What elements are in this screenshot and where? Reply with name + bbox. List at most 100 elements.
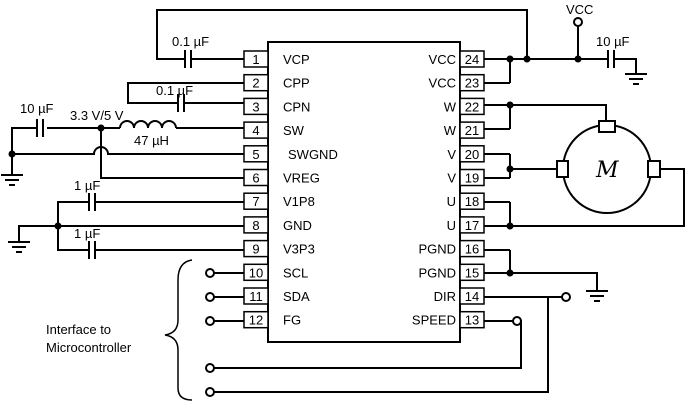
pin-box-22	[459, 97, 485, 116]
pin-box-17	[459, 216, 485, 234]
right-pin-group: 24VCC23VCC22W21W20V19V18U17U16PGND15PGND…	[412, 50, 485, 329]
pin-name-2: CPP	[283, 76, 310, 91]
junction-dot	[506, 222, 514, 230]
pin-number-20: 20	[465, 147, 479, 162]
pin-number-10: 10	[249, 265, 263, 280]
junction-dot	[523, 55, 531, 63]
cap-vcc-label: 10 µF	[596, 34, 630, 49]
pin-number-8: 8	[252, 218, 259, 233]
junction-dot	[506, 55, 514, 63]
pin-number-2: 2	[252, 76, 259, 91]
pin-name-5: SWGND	[288, 147, 338, 162]
scl-terminal[interactable]	[205, 268, 215, 278]
pin-name-9: V3P3	[283, 242, 315, 257]
pin-number-24: 24	[465, 52, 479, 67]
v1p8-v3p3-network	[8, 193, 244, 259]
cap-v3p3-label: 1 µF	[74, 226, 100, 241]
pin-number-12: 12	[249, 313, 263, 328]
pin-name-22: W	[444, 99, 457, 114]
pin-number-14: 14	[465, 289, 479, 304]
pin-name-1: VCP	[283, 52, 310, 67]
inductor-label: 47 µH	[134, 133, 169, 148]
cap-v1p8-label: 1 µF	[74, 178, 100, 193]
pin-number-11: 11	[249, 289, 263, 304]
pin-name-18: U	[447, 194, 456, 209]
pin-name-7: V1P8	[283, 194, 315, 209]
pin-number-1: 1	[252, 52, 259, 67]
junction-dot	[506, 269, 514, 277]
cap-cpp-label: 0.1 µF	[156, 83, 193, 98]
pin-box-3	[243, 97, 269, 116]
pin-name-12: FG	[283, 313, 301, 328]
ic-body	[267, 41, 461, 343]
speed-mcu-terminal[interactable]	[205, 363, 215, 373]
dir-terminal[interactable]	[561, 292, 571, 302]
junction-dot	[506, 101, 514, 109]
cpp-cpn-network	[127, 82, 244, 112]
pin-number-23: 23	[465, 76, 479, 91]
pin-box-4	[243, 121, 269, 139]
pin-number-13: 13	[465, 313, 479, 328]
junction-dot	[506, 165, 514, 173]
motor: M	[556, 120, 661, 214]
pin-box-9	[243, 239, 269, 258]
pin-name-21: W	[444, 123, 457, 138]
pin-number-18: 18	[465, 194, 479, 209]
pin-number-5: 5	[252, 147, 259, 162]
pin-number-6: 6	[252, 171, 259, 186]
interface-brace	[164, 259, 193, 401]
pin-number-16: 16	[465, 242, 479, 257]
left-pin-group: 1 VCP 2 CPP 3 CPN 4 SW 5 SWGND 6 VREG 7 V1P8 8 GND 9 V3P3…	[243, 50, 338, 329]
pin-name-4: SW	[283, 123, 305, 138]
interface-label-line2: Microcontroller	[46, 340, 132, 355]
interface-label-line1: Interface to	[46, 322, 111, 337]
dir-mcu-terminal[interactable]	[205, 387, 215, 397]
pin-box-21	[459, 121, 485, 139]
junction-dot	[574, 55, 582, 63]
pin-name-23: VCC	[429, 76, 456, 91]
junction-dot	[97, 124, 105, 132]
speed-terminal[interactable]	[512, 316, 522, 326]
pin-name-10: SCL	[283, 265, 308, 280]
pin-name-17: U	[447, 218, 456, 233]
pin-number-17: 17	[465, 218, 479, 233]
sw-network	[1, 119, 244, 186]
pin-name-20: V	[447, 147, 456, 162]
fg-terminal[interactable]	[205, 316, 215, 326]
sw-voltage-label: 3.3 V/5 V	[70, 108, 124, 123]
pin-number-19: 19	[465, 171, 479, 186]
pin-number-21: 21	[465, 123, 479, 138]
junction-dot	[54, 222, 62, 230]
interface-lines	[214, 272, 562, 393]
pin-name-6: VREG	[283, 171, 320, 186]
pin-box-8	[243, 216, 269, 234]
pin-name-11: SDA	[283, 289, 310, 304]
pin-number-9: 9	[252, 242, 259, 257]
pin-box-13	[459, 310, 485, 329]
vcc-network	[484, 26, 647, 85]
vcc-terminal[interactable]	[573, 17, 583, 27]
cap-vcp-label: 0.1 µF	[172, 34, 209, 49]
pin-number-7: 7	[252, 194, 259, 209]
pin-name-13: SPEED	[412, 313, 456, 328]
pin-name-15: PGND	[418, 265, 456, 280]
junction-dot	[8, 150, 16, 158]
pin-box-16	[459, 239, 485, 258]
pin-number-4: 4	[252, 123, 259, 138]
pin-number-15: 15	[465, 265, 479, 280]
pin-number-22: 22	[465, 99, 479, 114]
pin-name-14: DIR	[434, 289, 456, 304]
pin-box-12	[243, 310, 269, 329]
pin-name-8: GND	[283, 218, 312, 233]
pin-name-24: VCC	[429, 52, 456, 67]
vcc-label: VCC	[566, 2, 593, 17]
pin-name-16: PGND	[418, 242, 456, 257]
pin-number-3: 3	[252, 99, 259, 114]
sda-terminal[interactable]	[205, 292, 215, 302]
pin-name-3: CPN	[283, 99, 310, 114]
cap-sw-label: 10 µF	[20, 101, 54, 116]
motor-symbol: M	[595, 158, 619, 183]
vcp-network	[156, 9, 528, 68]
pin-name-19: V	[447, 171, 456, 186]
